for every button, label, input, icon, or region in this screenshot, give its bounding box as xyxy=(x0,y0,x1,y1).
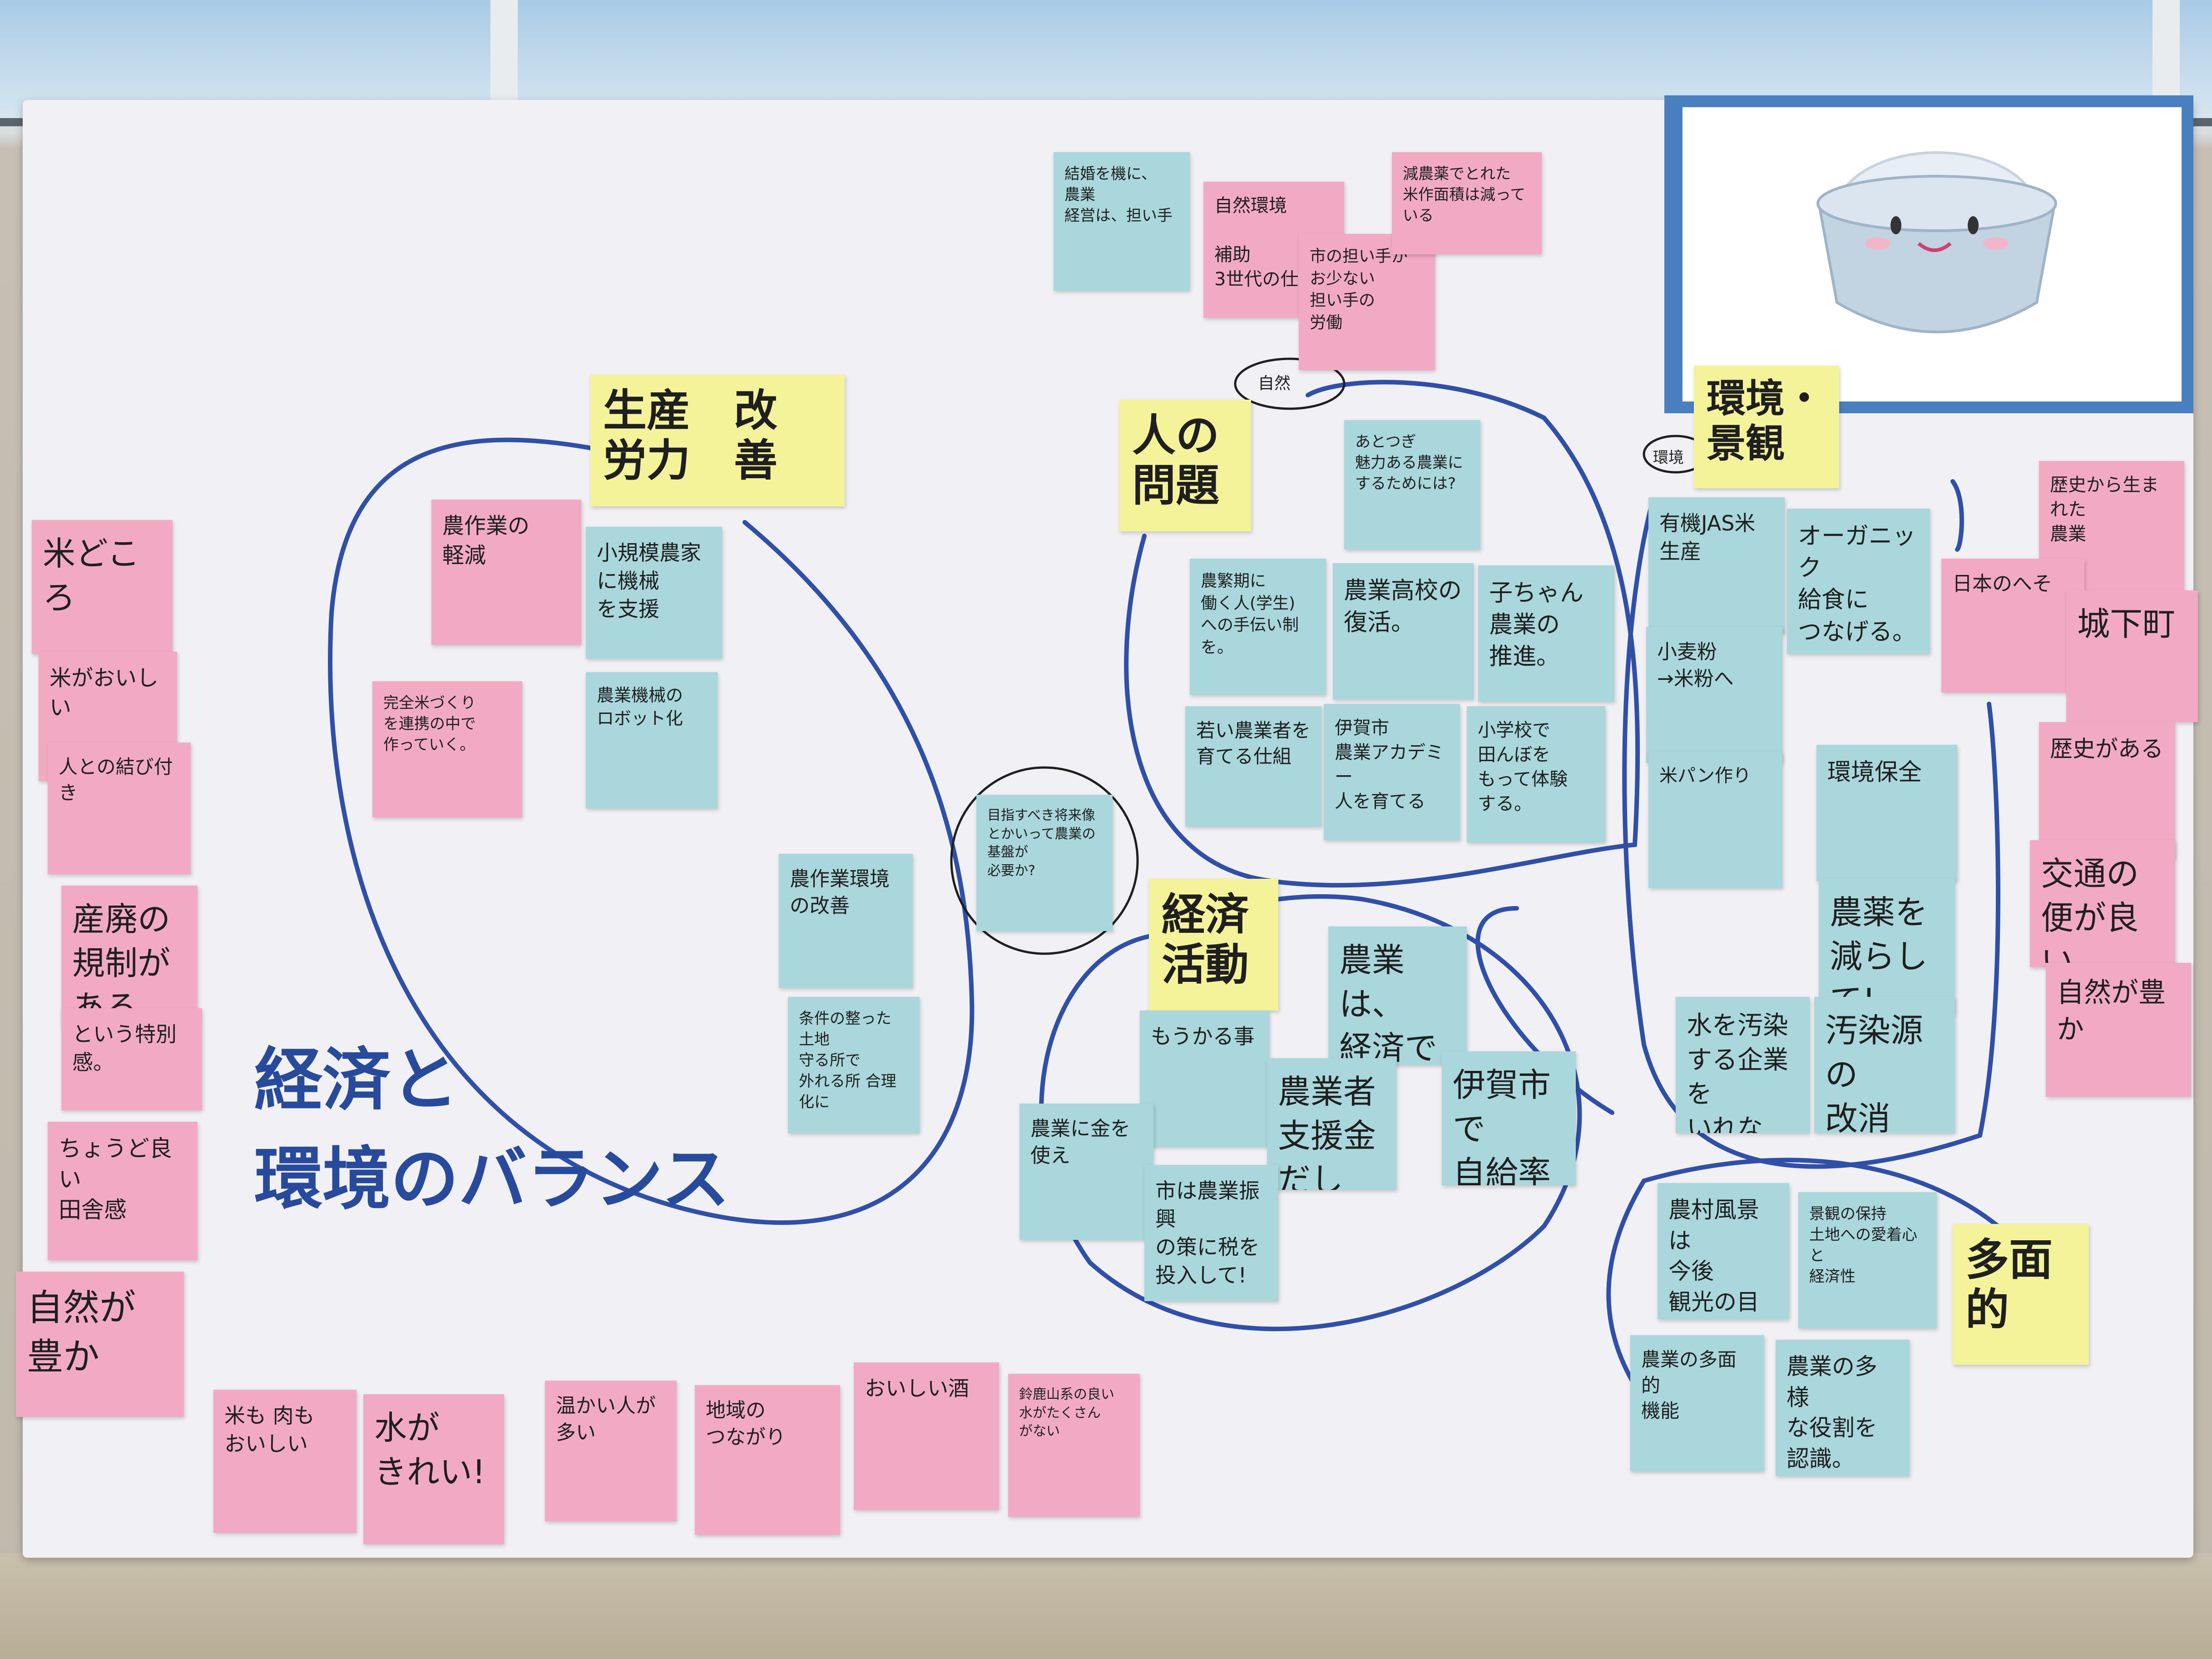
sticky-note: 米パン作り xyxy=(1648,752,1782,888)
sticky-note: 人との結び付き xyxy=(48,743,191,874)
sticky-note: 結婚を機に、 農業 経営は、担い手 xyxy=(1054,152,1190,291)
sticky-note: 城下町 xyxy=(2066,590,2198,722)
sticky-note: 水を汚染 する企業を いれない。 xyxy=(1676,997,1810,1133)
sticky-note: オーガニック 給食に つなげる。 xyxy=(1787,509,1930,654)
sticky-note: 農業者 支援金 だして! xyxy=(1267,1058,1396,1190)
sticky-note: 汚染源の 改消 xyxy=(1814,997,1955,1133)
heading-production: 生産 改 労力 善 xyxy=(590,375,845,506)
sticky-note: 市は農業振興 の策に税を 投入して! xyxy=(1144,1165,1278,1301)
people-circle xyxy=(1124,380,1640,888)
center-question-circle xyxy=(950,766,1139,955)
sticky-note: 市の担い手が お少ない 担い手の 労働 xyxy=(1299,234,1435,370)
small-label-oval-top xyxy=(1234,357,1346,410)
sticky-note: 農業の多様 な役割を 認識。 xyxy=(1776,1340,1910,1476)
rice-bowl-icon xyxy=(1816,151,2057,333)
heading-people: 人の 問題 xyxy=(1119,400,1251,531)
sticky-note: もうかる事 xyxy=(1140,1010,1269,1147)
sticky-note: 日本のへそ xyxy=(1941,559,2084,693)
heading-multifaceted: 多面的 xyxy=(1953,1224,2089,1365)
sticky-note: 目指すべき将来像 とかいって農業の基盤が 必要か? xyxy=(976,795,1113,931)
label-kankyo: 環境 xyxy=(1653,449,1684,467)
environment-circle xyxy=(1622,479,2000,1169)
floor xyxy=(0,1553,2212,1659)
sticky-note: 温かい人が 多い xyxy=(545,1381,677,1521)
label-shizen: 自然 xyxy=(1258,374,1291,393)
multifaceted-circle xyxy=(1606,1158,2000,1387)
sticky-note: 米どころ xyxy=(32,520,173,654)
heading-economy: 経済 活動 xyxy=(1149,879,1278,1010)
sticky-note: 有機JAS米 生産 xyxy=(1648,497,1785,634)
sticky-note: 産廃の 規制がある。 xyxy=(61,886,198,1026)
production-circle xyxy=(328,437,975,1225)
sticky-note: 農業機械の ロボット化 xyxy=(586,672,718,808)
sticky-note: 若い農業者を 育てる仕組 xyxy=(1185,706,1321,827)
sticky-note: 農業に金を 使え xyxy=(1019,1104,1153,1240)
sticky-note: 小学校で 田んぼを もって体験 する。 xyxy=(1467,706,1605,842)
sticky-note: 農作業環境 の改善 xyxy=(779,854,913,988)
sticky-note: 子ちゃん 農業の 推進。 xyxy=(1478,565,1614,702)
sticky-note: 鈴鹿山系の良い 水がたくさん がない xyxy=(1008,1374,1140,1517)
sticky-note: という特別 感。 xyxy=(61,1008,202,1110)
sticky-note: 伊賀市で 自給率 あげよ。 xyxy=(1442,1051,1576,1185)
sticky-note: 農薬を 減らして! xyxy=(1819,879,1955,1015)
sticky-note: 歴史がある xyxy=(2039,722,2175,858)
sticky-note: 自然が 豊か xyxy=(16,1272,184,1417)
sticky-note: 地域の つながり xyxy=(695,1385,840,1535)
sticky-note: 農業の多面的 機能 xyxy=(1630,1335,1764,1471)
sticky-note: 自然が豊か xyxy=(2046,963,2191,1097)
sticky-note: 伊賀市 農業アカデミー 人を育てる xyxy=(1324,704,1460,840)
sticky-note: 農繁期に 働く人(学生) への手伝い制 を。 xyxy=(1190,559,1326,695)
sticky-note: 条件の整った 土地 守る所で 外れる所 合理化に xyxy=(788,997,920,1133)
sticky-note: 米も 肉も おいしい xyxy=(213,1390,356,1533)
sticky-note: 完全米づくり を連携の中で 作っていく。 xyxy=(372,681,522,817)
sticky-note: 水が きれい! xyxy=(363,1394,504,1544)
sticky-note: 農業高校の 復活。 xyxy=(1333,563,1474,699)
sticky-note: 小規模農家 に機械 を支援 xyxy=(586,527,722,659)
sticky-note: 農業は、 経済で 守れない! xyxy=(1328,926,1467,1065)
sticky-note: あとつぎ 魅力ある農業に するためには? xyxy=(1344,420,1480,550)
sticky-note: 農村風景 は 今後 観光の目玉 xyxy=(1658,1183,1789,1319)
sticky-note: 農作業の 軽減 xyxy=(431,500,581,645)
sticky-note: 小麦粉 →米粉へ xyxy=(1646,627,1782,763)
rice-bowl-illustration xyxy=(1664,95,2193,413)
sticky-note: ちょうど良い 田舎感 xyxy=(48,1122,198,1260)
heading-environment: 環境・ 景観 xyxy=(1694,366,1839,488)
sticky-note: 交通の 便が良い xyxy=(2030,840,2175,967)
sticky-note: 減農薬でとれた 米作面積は減っている xyxy=(1392,152,1542,254)
window-mullion xyxy=(490,0,518,118)
sticky-note: 景観の保持 土地への愛着心と 経済性 xyxy=(1798,1192,1937,1328)
sticky-note: おいしい酒 xyxy=(854,1362,999,1510)
board-title: 経済と 環境のバランス xyxy=(254,1040,730,1219)
sticky-note: 環境保全 xyxy=(1816,745,1957,881)
